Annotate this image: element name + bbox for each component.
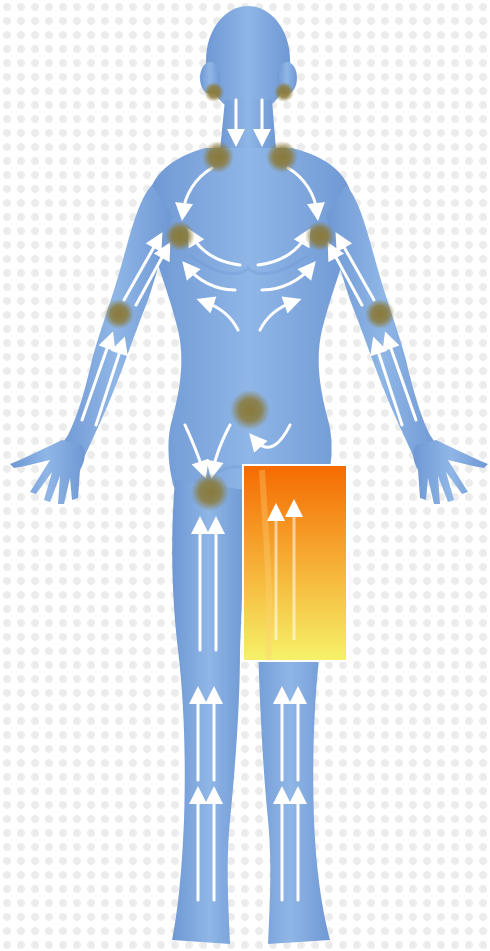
torso bbox=[148, 148, 352, 490]
neck bbox=[220, 100, 276, 150]
lymph-node-elbow-right bbox=[365, 299, 395, 329]
hand-right bbox=[413, 440, 488, 504]
lymph-node-ear-left bbox=[204, 82, 224, 102]
lymph-node-ear-right bbox=[274, 82, 294, 102]
leg-left bbox=[172, 480, 246, 944]
lymph-node-groin-left bbox=[191, 473, 229, 511]
highlighted-region-right-thigh bbox=[243, 465, 347, 661]
lymph-node-armpit-right bbox=[305, 221, 335, 251]
lymph-node-elbow-left bbox=[104, 299, 134, 329]
hand-left bbox=[10, 440, 85, 504]
lymph-node-armpit-left bbox=[165, 221, 195, 251]
lymph-node-neck-left bbox=[202, 141, 234, 173]
lymph-node-neck-right bbox=[266, 141, 298, 173]
lymph-node-abdomen bbox=[230, 390, 270, 430]
